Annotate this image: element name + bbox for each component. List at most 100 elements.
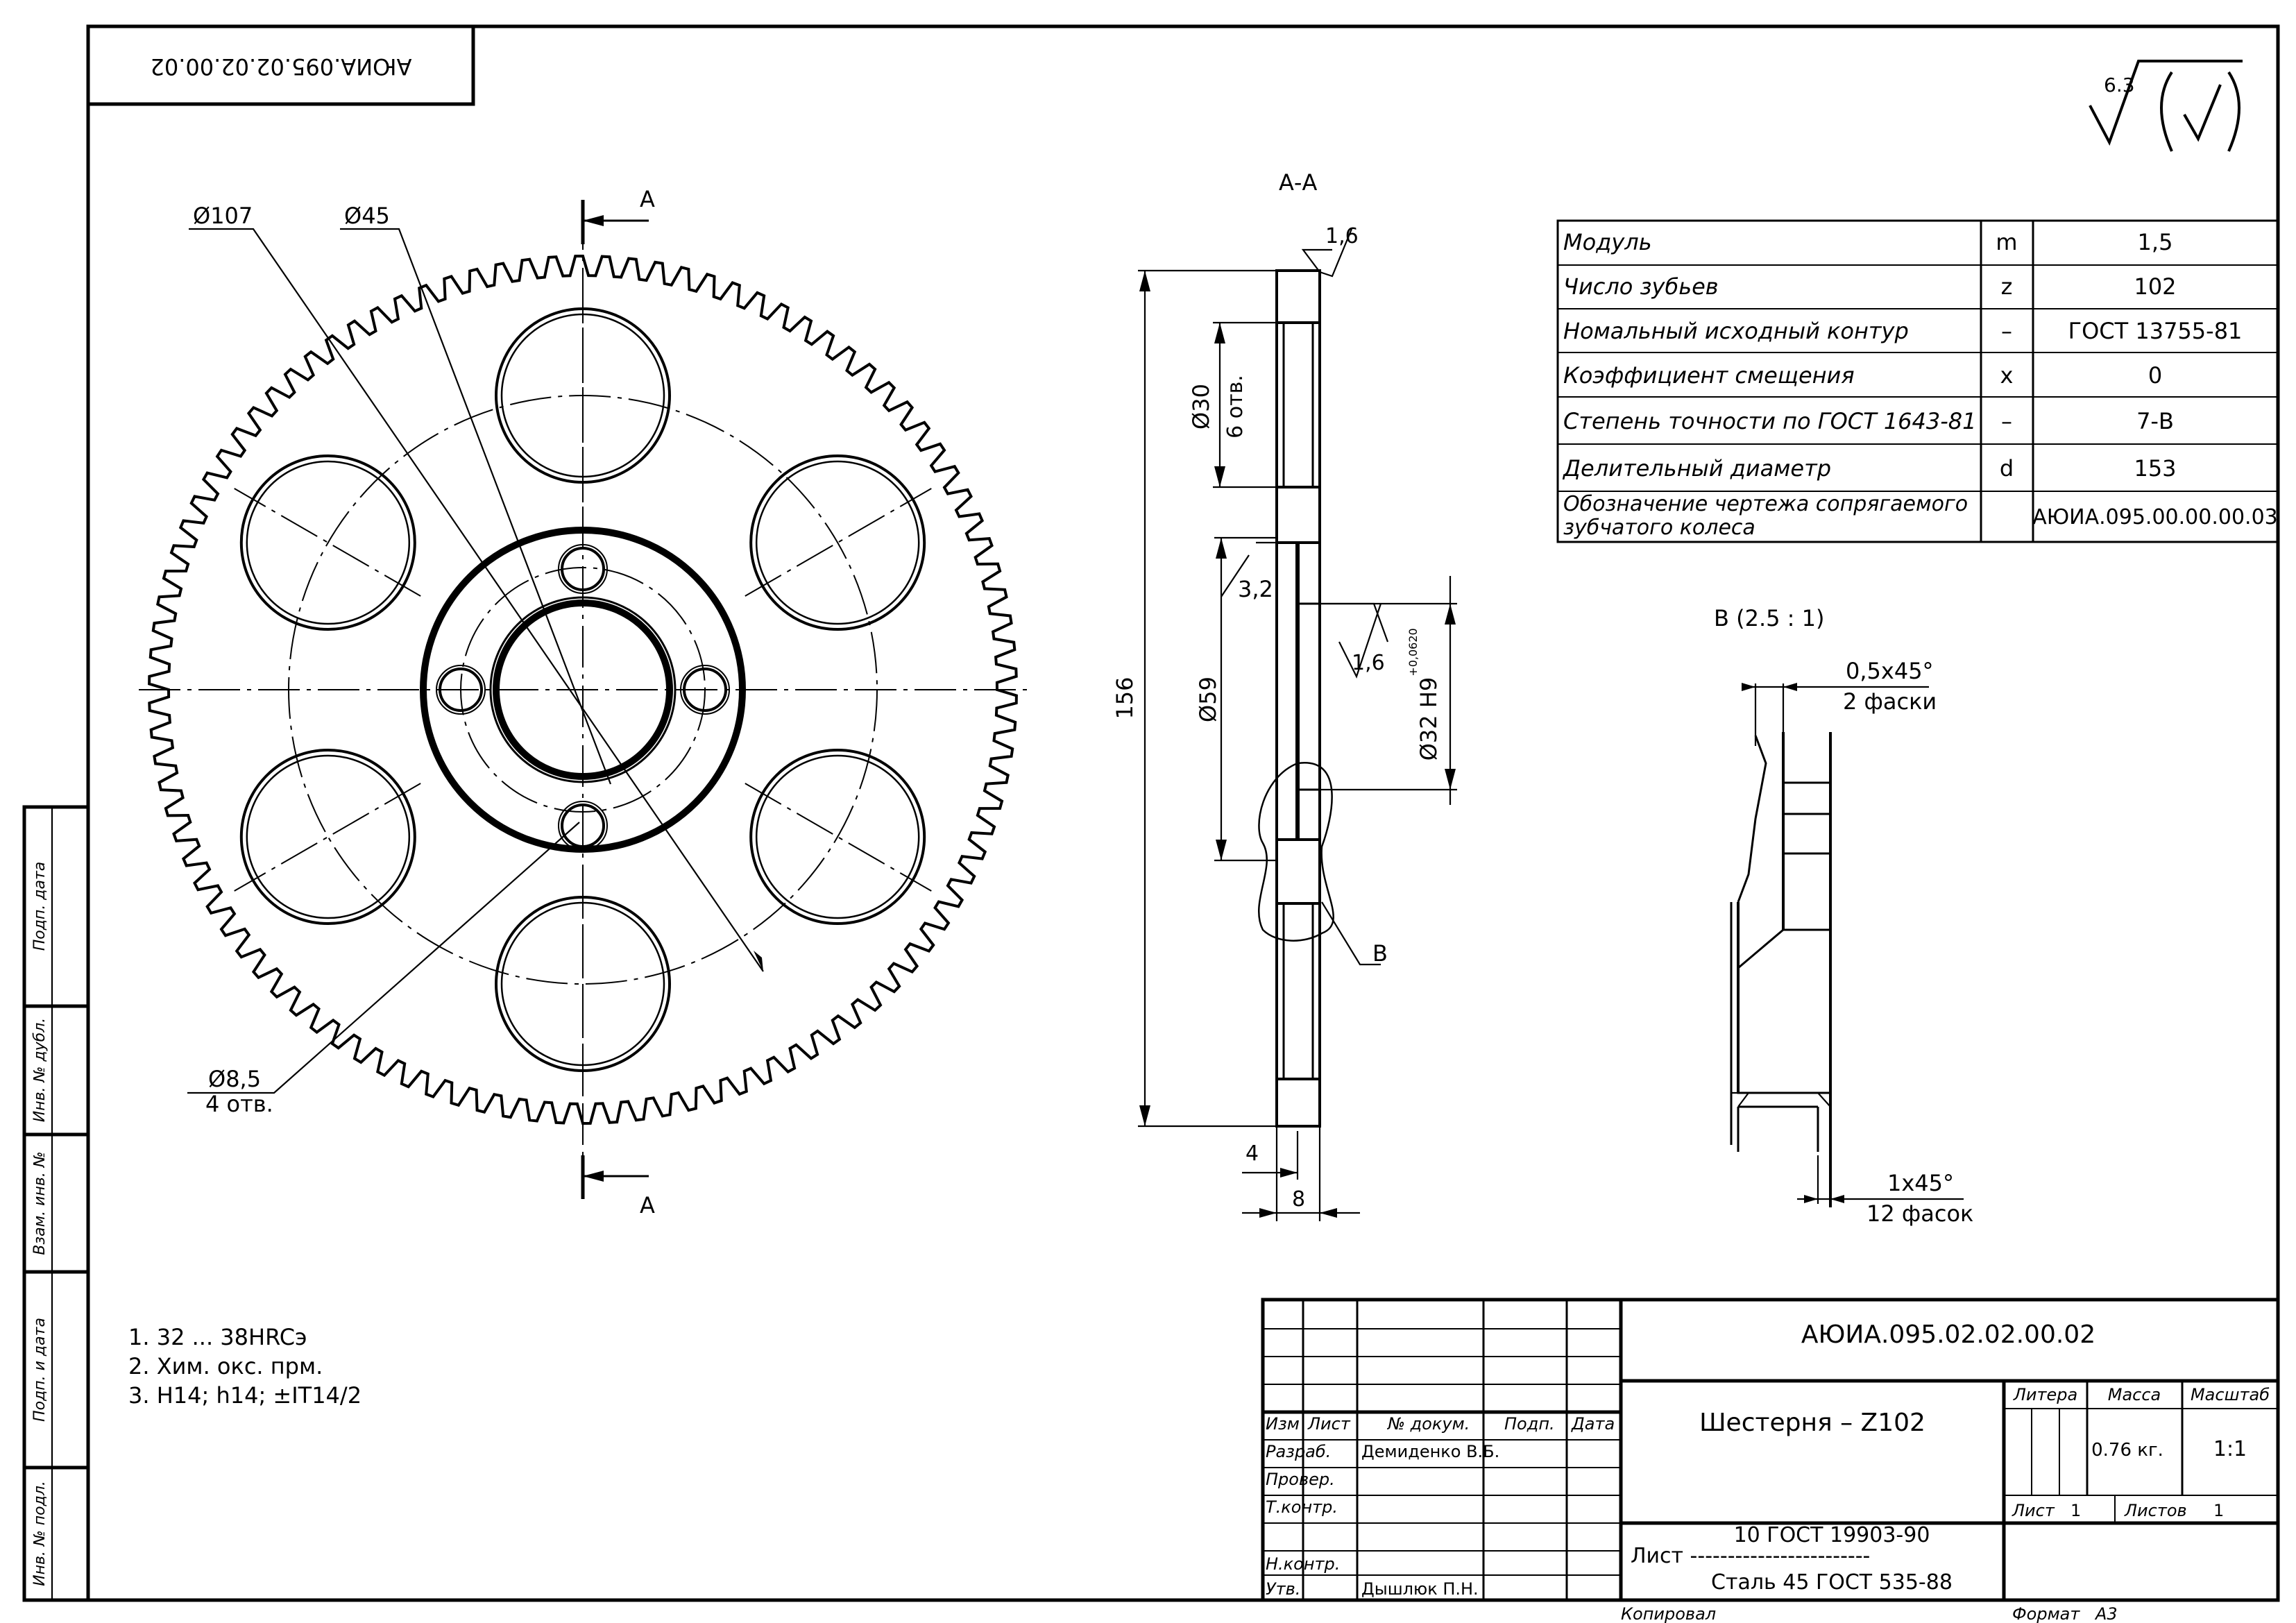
material-line-3: Сталь 45 ГОСТ 535-88 [1711,1570,1953,1595]
header-masshtab: Масштаб [2191,1385,2270,1404]
material-line-1: 10 ГОСТ 19903-90 [1734,1523,1930,1547]
dim-d30: Ø30 [1188,384,1214,430]
section-title: А-А [1279,169,1317,196]
cut-label-bottom: А [640,1192,655,1218]
table-param: Коэффициент смещения [1563,362,1855,389]
large-hole [239,749,416,925]
table-param: Обозначение чертежа сопрягаемого [1563,492,1968,516]
hole-centerline [745,488,932,597]
side-label-podp-data: Подп. дата [31,862,49,951]
top-stamp-text: АЮИА.095.02.02.00.02 [150,53,411,80]
col-doc: № докум. [1386,1414,1470,1434]
roughness-value: 6.3 [2104,74,2135,96]
dim-d107: Ø107 [193,203,253,229]
header-massa: Масса [2108,1385,2161,1404]
note-item: 3. H14; h14; ±IT14/2 [128,1382,362,1409]
header-litera: Литера [2013,1385,2077,1404]
row-razrab: Разраб. [1266,1442,1331,1461]
technical-notes: 1. 32 ... 38HRCэ 2. Хим. окс. прм. 3. H1… [128,1324,362,1409]
col-list: Лист [1307,1414,1351,1434]
large-hole [246,754,411,919]
chamfer-top-sub: 2 фаски [1843,688,1937,715]
large-hole [749,454,926,631]
table-value: 0 [2148,362,2162,389]
massa-value: 0.76 кг. [2091,1440,2163,1461]
table-value: 7-В [2136,408,2174,434]
table-symbol: x [2000,362,2014,389]
tol-d32h9: +0,0620 [1406,628,1420,676]
dim-8: 8 [1292,1187,1305,1212]
masshtab-value: 1:1 [2213,1437,2247,1461]
side-label-podp-i-data: Подп. и дата [31,1318,49,1422]
cut-label-top: А [640,186,655,212]
front-dimension-leaders [187,228,764,1094]
table-param: Номальный исходный контур [1563,318,1909,344]
large-hole [246,460,411,625]
dim-d85: Ø8,5 [208,1066,261,1092]
table-value: 1,5 [2138,229,2173,255]
large-hole [755,754,920,919]
list-label: Лист [2012,1501,2055,1520]
col-data: Дата [1571,1414,1615,1434]
hole-centerline [745,783,932,892]
dim-d59: Ø59 [1195,677,1221,722]
chamfer-bottom: 1x45° [1887,1170,1954,1196]
rough-top: 1,6 [1325,224,1359,248]
row-tkontr: Т.контр. [1266,1497,1338,1517]
note-item: 2. Хим. окс. прм. [128,1353,323,1379]
table-value: АЮИА.095.00.00.00.03 [2032,505,2278,529]
top-stamp-box [86,24,475,106]
large-hole [755,460,920,625]
table-symbol: – [2001,408,2012,434]
drawing-frame [86,24,2280,1602]
table-param: Модуль [1563,229,1652,255]
dim-d30-sub: 6 отв. [1223,375,1248,439]
detail-title: В (2.5 : 1) [1714,605,1824,631]
razrab-name: Демиденко В.Б. [1361,1442,1499,1461]
table-symbol: z [2001,273,2013,300]
list-value: 1 [2070,1501,2081,1520]
format-label: Формат [2012,1604,2080,1623]
title-block: АЮИА.095.02.02.00.02 Шестерня – Z102 10 … [1261,1298,2280,1602]
large-hole [749,749,926,925]
section-view: А-А В 1,6 1,6 156 [1112,169,1457,1221]
table-value: ГОСТ 13755-81 [2068,318,2243,344]
six-large-holes [234,287,932,1092]
table-param-2: зубчатого колеса [1563,516,1755,540]
table-param: Делительный диаметр [1562,455,1831,482]
bore-chamfer-circle [489,596,677,783]
side-strip: Подп. дата Инв. № дубл. Взам. инв. № Под… [22,805,90,1602]
dim-d45: Ø45 [344,203,390,229]
side-label-inv-dubl: Инв. № дубл. [31,1018,49,1123]
table-value: 153 [2134,455,2176,482]
detail-callout-b: В [1372,940,1388,967]
row-prover: Провер. [1266,1470,1335,1489]
chamfer-top: 0,5x45° [1846,658,1934,684]
table-symbol: d [2000,455,2014,482]
row-nkontr: Н.контр. [1266,1554,1340,1574]
listov-value: 1 [2213,1501,2224,1520]
note-item: 1. 32 ... 38HRCэ [128,1324,307,1350]
gear-front-view: Ø107 Ø45 Ø8,5 4 отв. А А [139,186,1027,1218]
material-line-2: Лист ------------------------ [1631,1544,1870,1568]
detail-view: В (2.5 : 1) 0,5x45° 2 фаски 1x45° 12 фас… [1714,605,1973,1227]
col-izm: Изм [1266,1414,1300,1434]
dim-4: 4 [1245,1141,1259,1166]
gear-parameter-table: Модуль m 1,5 Число зубьев z 102 Номальны… [1556,219,2279,543]
side-label-vzam-inv: Взам. инв. № [31,1151,49,1255]
table-symbol: m [1996,229,2017,255]
hub-bore-circle [493,600,673,780]
roughness-symbol: 6.3 [2089,60,2243,152]
utv-name: Дышлюк П.Н. [1361,1579,1479,1599]
hole-centerline [234,783,421,892]
hole-centerline [234,488,421,597]
part-name: Шестерня – Z102 [1699,1409,1925,1437]
rough-mid: 1,6 [1352,651,1385,675]
side-label-inv-podl: Инв. № подл. [31,1481,49,1586]
row-utv: Утв. [1266,1579,1300,1599]
doc-number: АЮИА.095.02.02.00.02 [1801,1320,2095,1349]
dim-156: 156 [1112,677,1138,719]
table-param: Степень точности по ГОСТ 1643-81 [1563,408,1977,434]
kopiroval-label: Копировал [1621,1604,1716,1623]
